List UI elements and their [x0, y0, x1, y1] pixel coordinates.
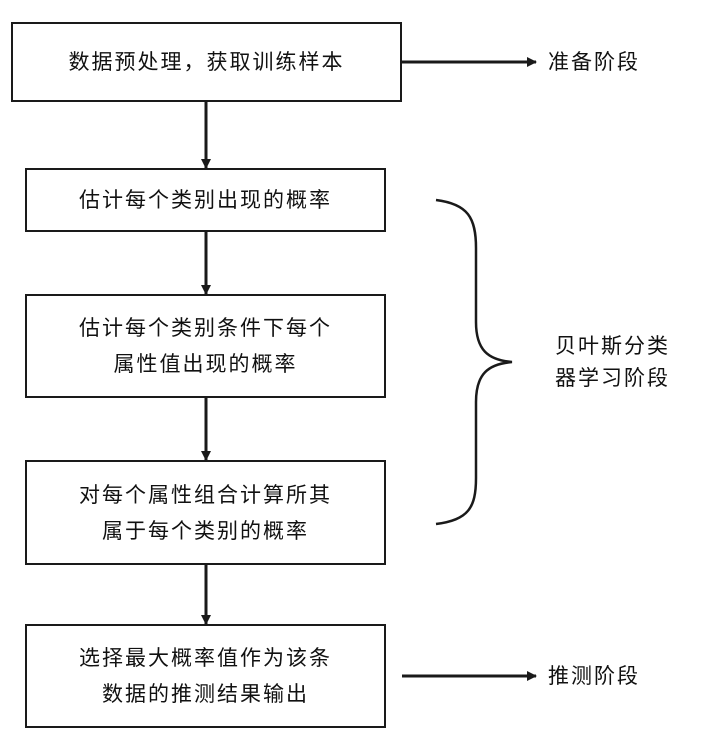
learning-stage-label-line2: 器学习阶段 — [555, 366, 670, 390]
infer-stage-label: 推测阶段 — [548, 664, 640, 688]
step-output-line1: 选择最大概率值作为该条 — [79, 646, 332, 670]
learning-stage-label-line1: 贝叶斯分类 — [555, 334, 670, 358]
step-conditional-prob-line1: 估计每个类别条件下每个 — [79, 316, 332, 340]
step-output-line2: 数据的推测结果输出 — [102, 682, 309, 706]
learning-stage-brace — [435, 198, 513, 526]
step-conditional-prob-box: 估计每个类别条件下每个 属性值出现的概率 — [25, 294, 386, 398]
learning-stage-label: 贝叶斯分类 器学习阶段 — [555, 330, 670, 394]
step-output-box: 选择最大概率值作为该条 数据的推测结果输出 — [25, 624, 386, 728]
step-class-prior-text: 估计每个类别出现的概率 — [79, 188, 332, 212]
prepare-stage-label: 准备阶段 — [548, 50, 640, 74]
step-posterior-line2: 属于每个类别的概率 — [102, 518, 309, 543]
step-preprocess-text: 数据预处理，获取训练样本 — [68, 50, 345, 74]
step-preprocess-box: 数据预处理，获取训练样本 — [11, 22, 402, 102]
step-conditional-prob-line2: 属性值出现的概率 — [113, 352, 298, 376]
step-posterior-line1: 对每个属性组合计算所其 — [79, 482, 332, 507]
step-class-prior-box: 估计每个类别出现的概率 — [25, 168, 386, 232]
step-posterior-box: 对每个属性组合计算所其 属于每个类别的概率 — [25, 460, 386, 565]
